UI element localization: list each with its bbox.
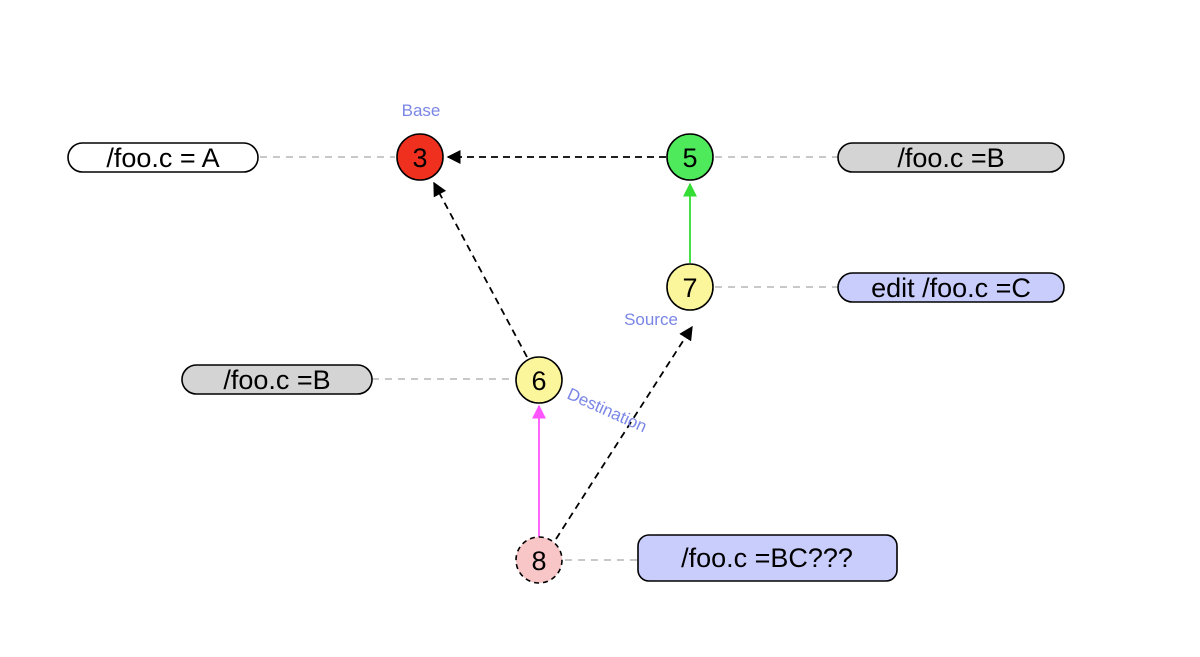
node-6-label: 6 [531,366,546,396]
edge-6-to-3 [433,181,528,358]
node-7-label: 7 [682,273,697,303]
label-destination: Destination [564,384,649,436]
node-3: 3 [396,133,444,181]
pill-bc: /foo.c =BC??? [637,534,898,582]
connectors [260,156,838,561]
pill-b-mid: /foo.c =B [181,364,373,395]
pill-a-text: /foo.c = A [106,143,219,173]
label-base: Base [402,101,441,120]
node-7: 7 [666,263,714,311]
pill-b-top: /foo.c =B [837,142,1065,173]
node-8: 8 [515,536,563,584]
node-5-label: 5 [682,143,697,173]
node-6: 6 [515,356,563,404]
pill-b-mid-text: /foo.c =B [223,365,330,395]
node-8-label: 8 [531,546,546,576]
pill-bc-text: /foo.c =BC??? [681,543,853,573]
edges [433,150,697,540]
label-source: Source [624,310,678,329]
node-3-label: 3 [412,143,427,173]
node-5: 5 [666,133,714,181]
pill-a: /foo.c = A [67,142,259,173]
pill-c: edit /foo.c =C [837,272,1065,303]
edge-8-to-7 [555,325,693,540]
pill-c-text: edit /foo.c =C [871,273,1031,303]
pill-b-top-text: /foo.c =B [897,143,1004,173]
